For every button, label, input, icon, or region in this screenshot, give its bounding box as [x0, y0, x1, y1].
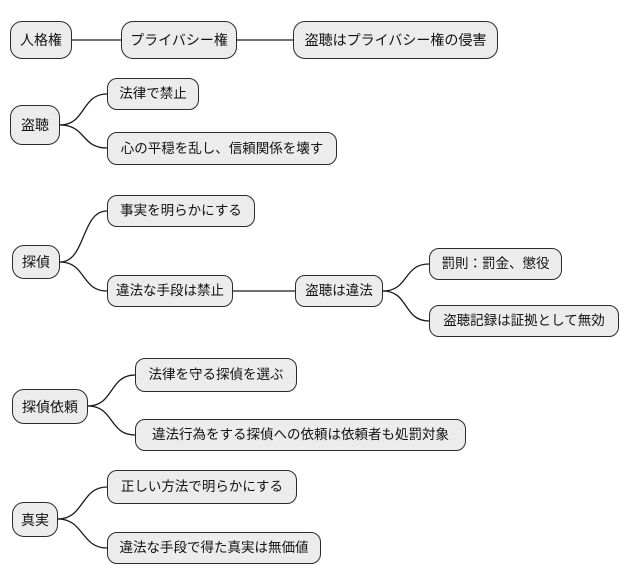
edge-line	[57, 486, 108, 520]
node-disturbs-peace-trust: 心の平穏を乱し、信頼関係を壊す	[107, 132, 337, 165]
edge-line	[57, 518, 108, 549]
node-wiretap-records-invalid: 盗聴記録は証拠として無効	[429, 305, 619, 337]
edge-line	[382, 290, 430, 322]
node-wiretap-privacy-violation: 盗聴はプライバシー権の侵害	[293, 21, 498, 59]
edge-line	[87, 405, 136, 436]
node-privacy-right: プライバシー権	[121, 21, 237, 59]
node-lawful-revelation: 正しい方法で明らかにする	[107, 470, 297, 504]
node-truth: 真実	[12, 502, 58, 537]
node-illegal-means-prohibited: 違法な手段は禁止	[107, 275, 233, 307]
node-personality-right: 人格権	[10, 21, 72, 59]
edge-line	[59, 210, 108, 263]
edge-line	[382, 263, 430, 292]
node-wiretap-illegal: 盗聴は違法	[295, 275, 383, 307]
node-banned-by-law: 法律で禁止	[107, 78, 199, 110]
node-illegal-truth-worthless: 違法な手段で得た真実は無価値	[107, 532, 321, 564]
edge-line	[59, 261, 108, 292]
node-illegal-request-punishable: 違法行為をする探偵への依頼は依頼者も処罰対象	[135, 419, 466, 451]
edge-line	[59, 124, 108, 149]
node-penalty-fine-imprisonment: 罰則：罰金、懲役	[429, 248, 562, 280]
node-detective: 探偵	[12, 245, 60, 279]
edge-line	[87, 374, 136, 407]
node-detective-request: 探偵依頼	[12, 389, 88, 424]
node-reveal-facts: 事実を明らかにする	[107, 195, 255, 227]
edge-line	[59, 93, 108, 126]
node-wiretapping: 盗聴	[10, 105, 60, 145]
node-choose-lawful-detective: 法律を守る探偵を選ぶ	[135, 358, 297, 392]
